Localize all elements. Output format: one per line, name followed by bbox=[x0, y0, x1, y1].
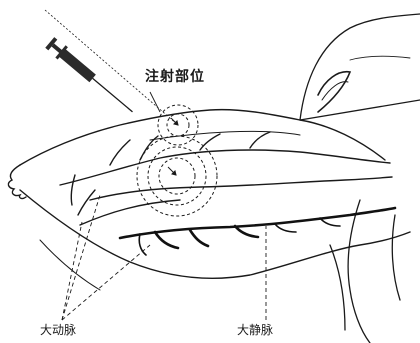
vein-branches bbox=[120, 208, 395, 248]
artery-branches bbox=[60, 132, 392, 225]
limb-outline bbox=[8, 110, 410, 290]
target-arrows bbox=[168, 118, 178, 175]
injection-site-label: 注射部位 bbox=[145, 70, 205, 84]
artery-label-leaders bbox=[62, 195, 150, 320]
injection-target-large bbox=[137, 136, 217, 216]
artery-label: 大动脉 bbox=[40, 324, 76, 336]
vein-label: 大静脉 bbox=[237, 324, 273, 336]
vein-minor-branches bbox=[139, 218, 340, 255]
